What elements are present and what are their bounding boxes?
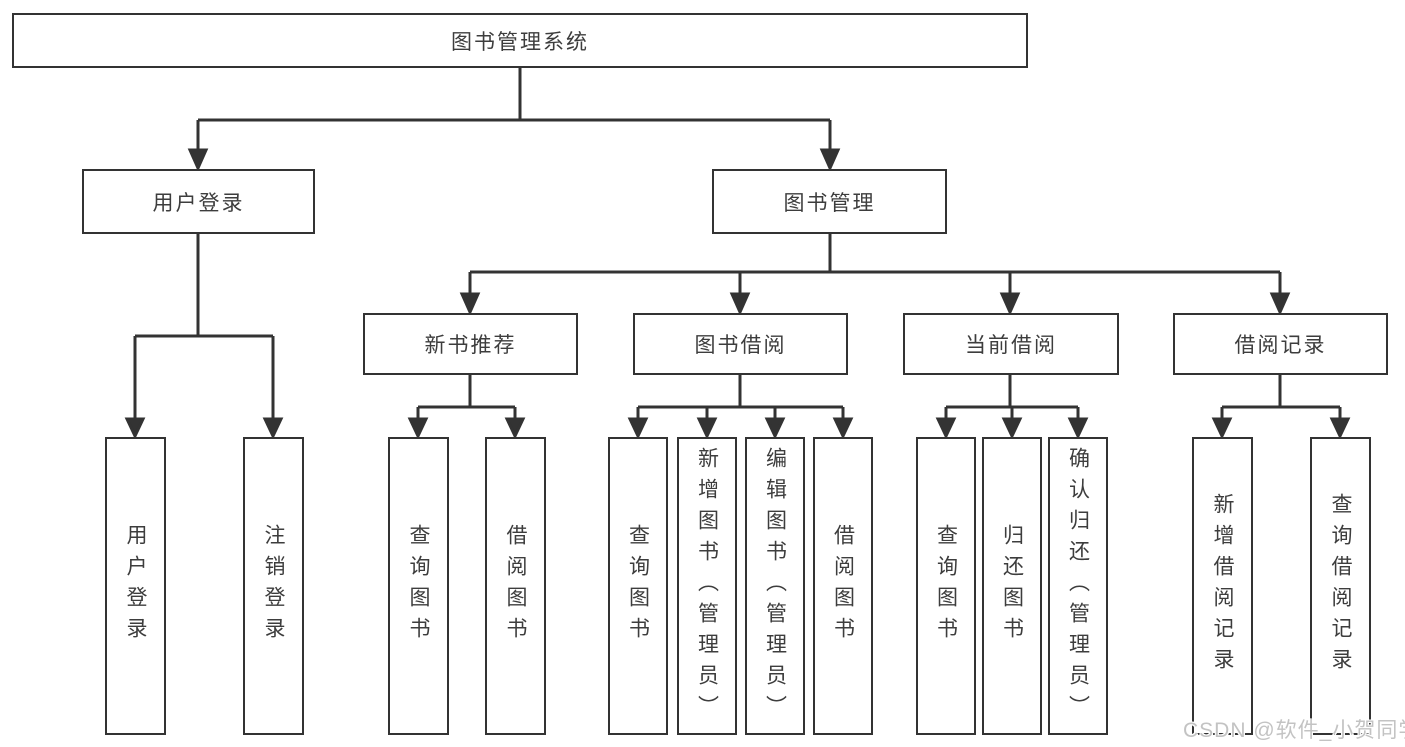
connector-borrow-branch [627, 375, 854, 440]
leaf-logout-label: 注销登录 [262, 524, 285, 648]
leaf-query-books-3-label: 查询图书 [934, 524, 958, 648]
leaf-query-books-2-label: 查询图书 [626, 524, 650, 648]
leaf-confirm-return-admin-label: 确认归还（管理员） [1066, 446, 1090, 726]
connector-bookmgmt-branch [459, 234, 1291, 316]
connector-newbooks-branch [407, 375, 526, 440]
connector-current-branch [935, 375, 1089, 440]
node-current-borrow-label: 当前借阅 [965, 334, 1057, 357]
leaf-query-books-2: 查询图书 [608, 437, 668, 735]
leaf-add-books-admin-label: 新增图书（管理员） [695, 446, 719, 726]
leaf-query-books-1: 查询图书 [388, 437, 449, 735]
leaf-add-borrow-record-label: 新增借阅记录 [1211, 493, 1234, 679]
leaf-user-login: 用户登录 [105, 437, 166, 735]
leaf-borrow-books-2-label: 借阅图书 [831, 524, 855, 648]
leaf-borrow-books-2: 借阅图书 [813, 437, 873, 735]
leaf-edit-books-admin-label: 编辑图书（管理员） [763, 446, 787, 726]
leaf-query-books-1-label: 查询图书 [407, 524, 430, 648]
leaf-borrow-books-1: 借阅图书 [485, 437, 546, 735]
leaf-borrow-books-1-label: 借阅图书 [504, 524, 527, 648]
connector-login-branch [124, 234, 284, 440]
node-new-book-recommend: 新书推荐 [363, 313, 578, 375]
leaf-return-books: 归还图书 [982, 437, 1042, 735]
leaf-query-borrow-record: 查询借阅记录 [1310, 437, 1371, 735]
leaf-query-books-3: 查询图书 [916, 437, 976, 735]
connector-root-to-level2 [187, 68, 841, 172]
node-borrow-records: 借阅记录 [1173, 313, 1388, 375]
leaf-return-books-label: 归还图书 [1000, 524, 1024, 648]
leaf-edit-books-admin: 编辑图书（管理员） [745, 437, 805, 735]
node-book-management-label: 图书管理 [783, 191, 876, 215]
connector-records-branch [1211, 375, 1351, 440]
csdn-watermark: CSDN @软件_小贺同学 [1183, 719, 1405, 742]
leaf-add-borrow-record: 新增借阅记录 [1192, 437, 1253, 735]
node-new-book-recommend-label: 新书推荐 [424, 334, 517, 357]
leaf-query-borrow-record-label: 查询借阅记录 [1329, 493, 1352, 679]
node-user-login-label: 用户登录 [152, 191, 245, 215]
leaf-add-books-admin: 新增图书（管理员） [677, 437, 737, 735]
node-root-label: 图书管理系统 [451, 30, 589, 54]
node-book-borrow-label: 图书借阅 [694, 334, 787, 357]
node-root-system: 图书管理系统 [12, 13, 1028, 68]
node-current-borrow: 当前借阅 [903, 313, 1119, 375]
node-book-borrow: 图书借阅 [633, 313, 848, 375]
node-user-login: 用户登录 [82, 169, 315, 234]
node-borrow-records-label: 借阅记录 [1234, 334, 1327, 357]
leaf-user-login-label: 用户登录 [124, 524, 147, 648]
leaf-logout: 注销登录 [243, 437, 304, 735]
leaf-confirm-return-admin: 确认归还（管理员） [1048, 437, 1108, 735]
node-book-management: 图书管理 [712, 169, 947, 234]
